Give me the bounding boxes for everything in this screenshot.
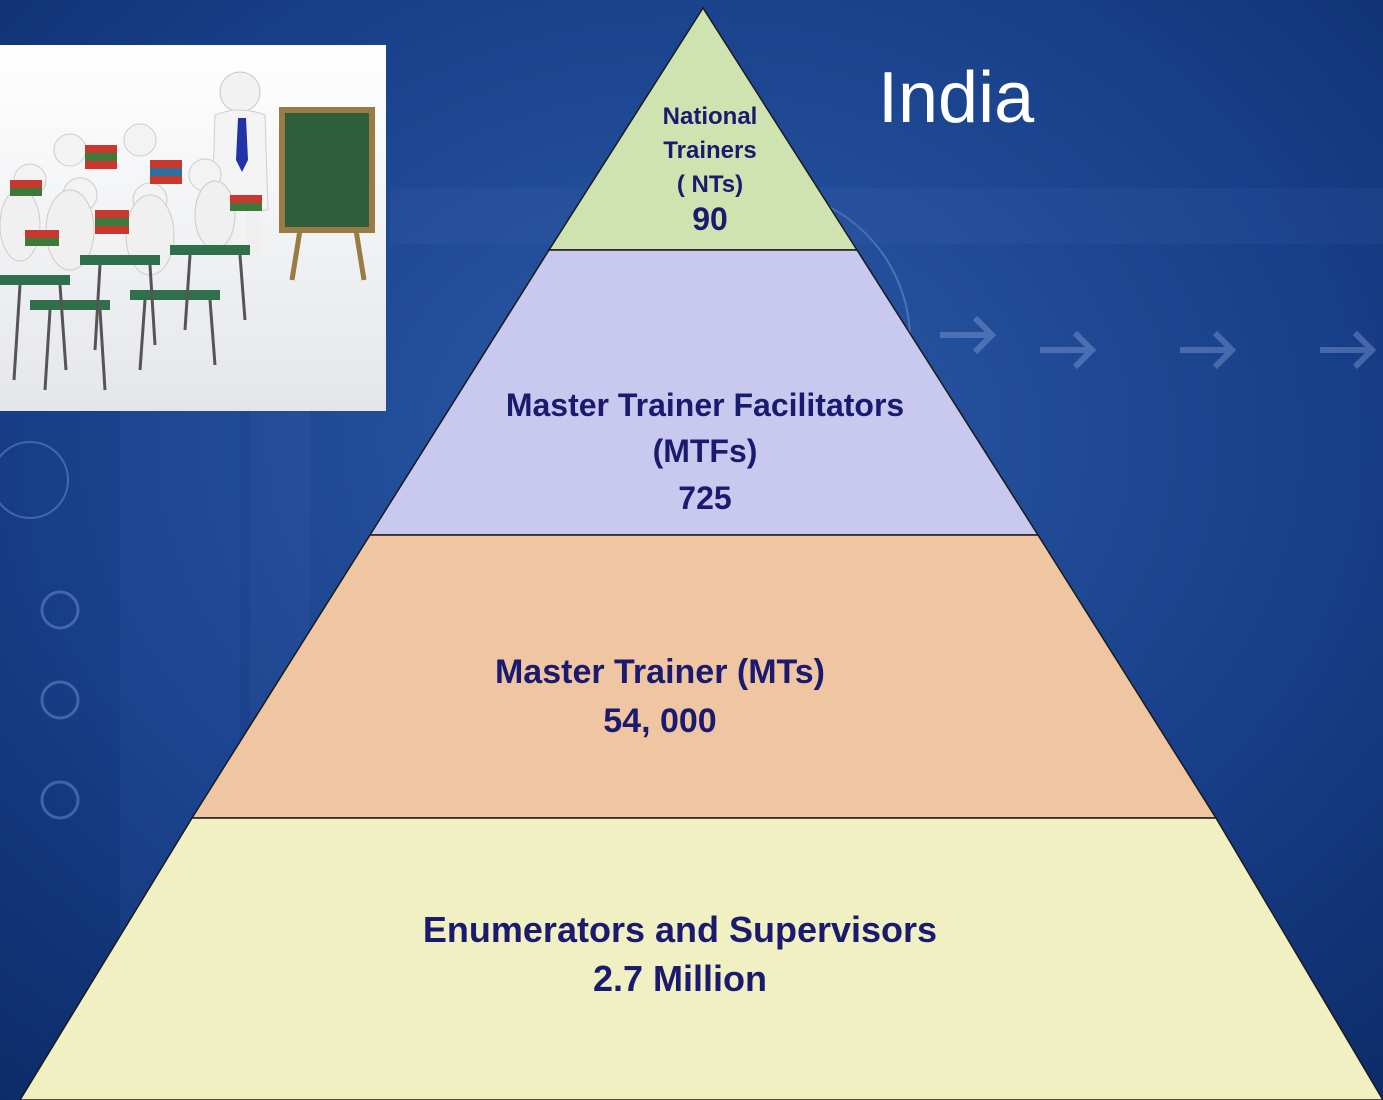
tier-mtfs-label: Master Trainer Facilitators (MTFs) 725	[400, 382, 1010, 521]
tier-mtfs-value: 725	[678, 479, 732, 516]
tier-enumerators-label: Enumerators and Supervisors 2.7 Million	[300, 906, 1060, 1003]
tier-enumerators-line-1: Enumerators and Supervisors	[422, 909, 938, 950]
student-figures	[0, 123, 236, 276]
tier-mts-value: 54, 000	[603, 702, 717, 741]
tier-nts-line-2: Trainers	[663, 137, 757, 165]
tier-mtfs-line-2: (MTFs)	[652, 433, 758, 470]
desks	[0, 245, 250, 310]
pyramid-tier-enumerators	[19, 817, 1383, 1100]
tier-nts-value: 90	[692, 201, 728, 238]
tier-nts-line-1: National	[662, 103, 758, 130]
tier-enumerators-value: 2.7 Million	[592, 957, 768, 999]
tier-nts-label: National Trainers ( NTs) 90	[560, 100, 860, 237]
tier-nts-line-3: ( NTs)	[676, 171, 744, 199]
book-stacks	[10, 145, 262, 246]
tier-mtfs-line-1: Master Trainer Facilitators	[505, 387, 905, 423]
tier-mts-line-1: Master Trainer (MTs)	[494, 653, 825, 691]
background-decoration	[0, 188, 1383, 1100]
classroom-training-icon	[0, 45, 386, 411]
tier-mts-label: Master Trainer (MTs) 54, 000	[370, 648, 950, 747]
slide-title: India	[878, 58, 1035, 138]
